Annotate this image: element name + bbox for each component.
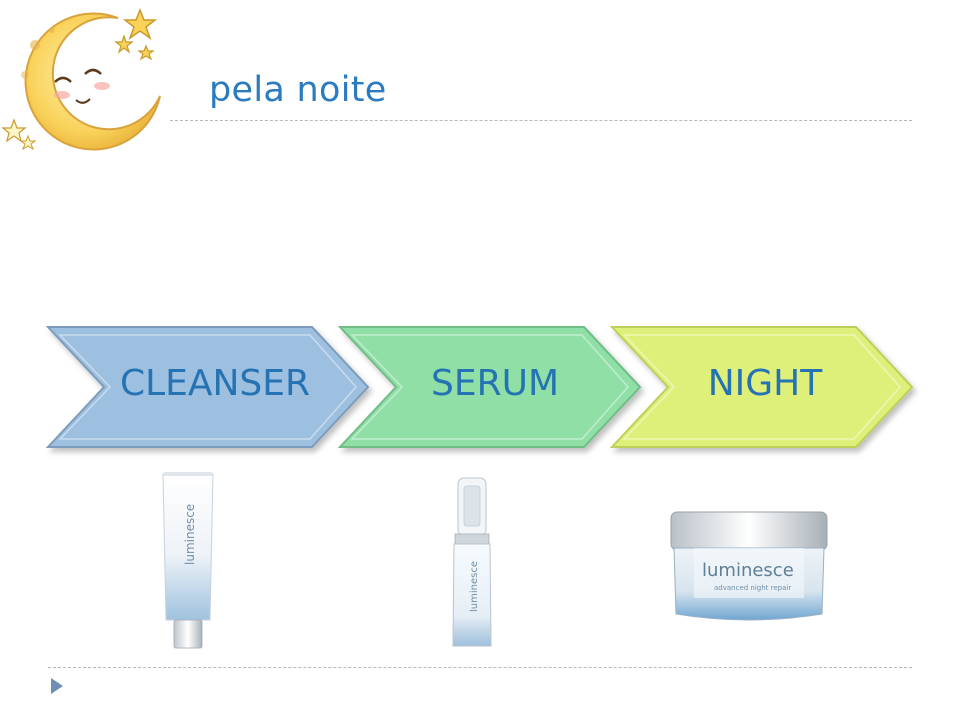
step-label-cleanser: CLEANSER	[119, 363, 311, 404]
bullet-triangle-icon	[51, 678, 63, 694]
night-cream-subtitle-text: advanced night repair	[714, 584, 791, 592]
night-cream-jar-image: luminesce advanced night repair	[670, 511, 828, 621]
serum-bottle-image: luminesce	[452, 477, 492, 647]
serum-brand-text: luminesce	[469, 561, 480, 612]
chevron-serum-bevel	[350, 334, 630, 440]
chevron-cleanser-bevel	[58, 334, 358, 440]
slide-title: pela noite	[209, 70, 387, 110]
cleanser-brand-text: luminesce	[183, 504, 197, 565]
chevron-serum	[337, 326, 642, 448]
chevron-cleanser	[45, 326, 370, 448]
sleeping-moon-icon	[1, 7, 161, 151]
title-divider	[170, 120, 912, 121]
cleanser-tube-image: luminesce	[162, 472, 214, 649]
footer-divider	[48, 667, 912, 668]
night-cream-brand-text: luminesce	[702, 560, 794, 581]
chevron-night-bevel	[622, 334, 902, 440]
step-label-night: NIGHT	[707, 363, 823, 404]
chevron-night	[609, 326, 914, 448]
step-label-serum: SERUM	[430, 363, 560, 404]
